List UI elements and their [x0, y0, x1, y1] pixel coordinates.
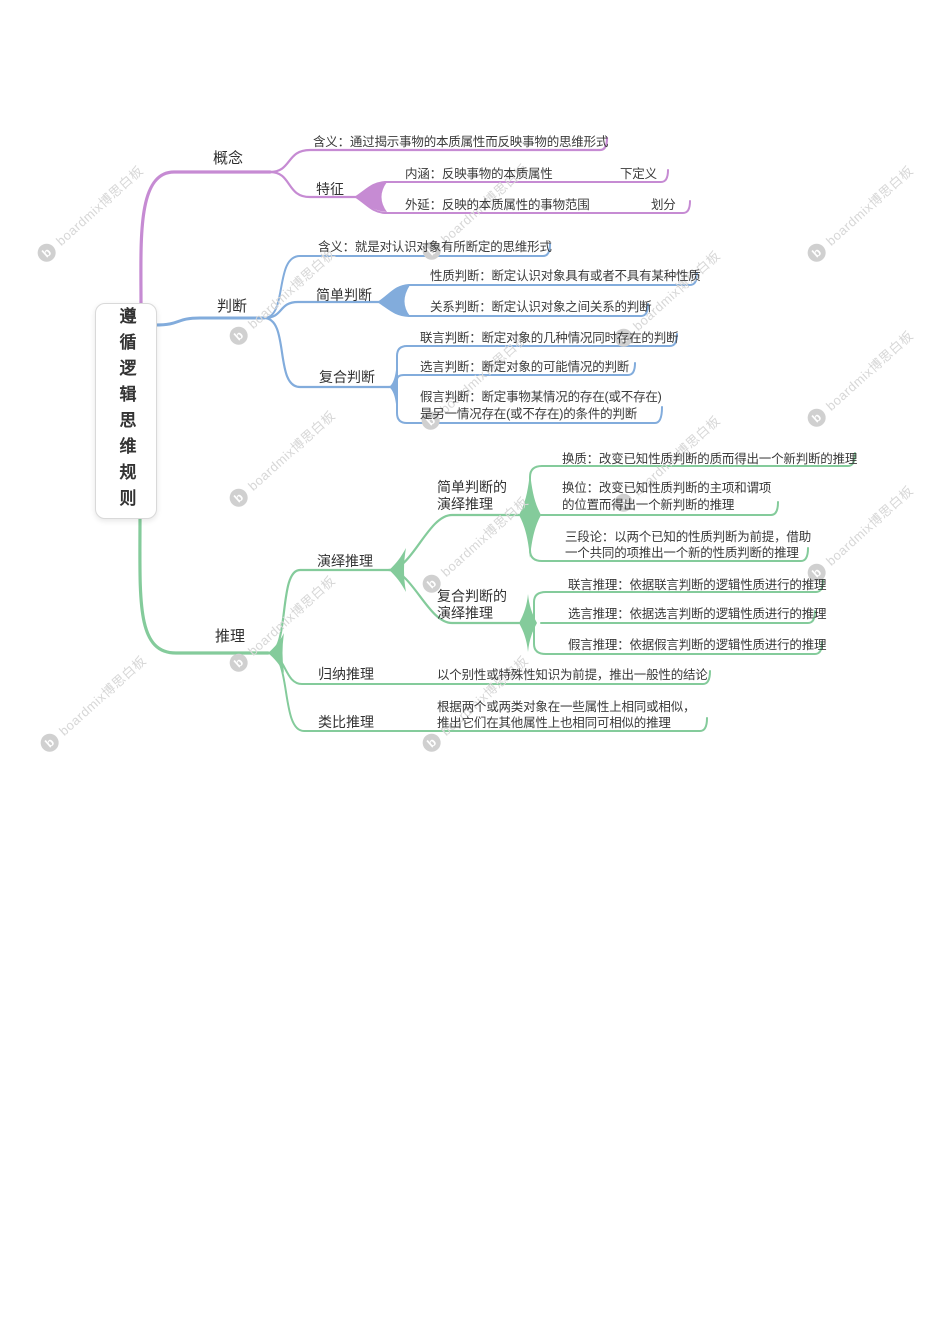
node-disjunctive-reasoning[interactable]: 选言推理：依据选言判断的逻辑性质进行的推理: [568, 607, 827, 621]
node-simple-judgment[interactable]: 简单判断: [316, 287, 372, 303]
deductive-split-spindle: [389, 548, 406, 592]
node-extension[interactable]: 外延：反映的本质属性的事物范围: [405, 198, 590, 212]
compound-judgment-split-spindle: [389, 370, 397, 404]
simple-judgment-split-spindle: [379, 285, 410, 316]
reasoning-branch-lines: [138, 452, 856, 732]
node-intension[interactable]: 内涵：反映事物的本质属性: [405, 167, 553, 181]
node-inductive-desc[interactable]: 以个别性或特殊性知识为前提，推出一般性的结论: [437, 668, 708, 682]
concept-branch-lines: [139, 136, 691, 305]
node-position-conversion[interactable]: 换位：改变已知性质判断的主项和谓项 的位置而得出一个新判断的推理: [562, 481, 772, 512]
node-judgment[interactable]: 判断: [217, 298, 248, 315]
node-conjunctive-judgment[interactable]: 联言判断：断定对象的几种情况同时存在的判断: [420, 331, 679, 345]
node-judgment-meaning[interactable]: 含义：就是对认识对象有所断定的思维形式: [318, 240, 552, 254]
node-disjunctive-judgment[interactable]: 选言判断：断定对象的可能情况的判断: [420, 360, 630, 374]
node-hypothetical-reasoning[interactable]: 假言推理：依据假言判断的逻辑性质进行的推理: [568, 638, 827, 652]
node-syllogism[interactable]: 三段论：以两个已知的性质判断为前提，借助 一个共同的项推出一个新的性质判断的推理: [565, 530, 812, 560]
root-node[interactable]: 遵循逻辑思维规则: [95, 303, 157, 519]
node-concept-meaning[interactable]: 含义：通过揭示事物的本质属性而反映事物的思维形式: [313, 135, 609, 149]
node-inductive-reasoning[interactable]: 归纳推理: [318, 666, 374, 682]
node-extension-tag[interactable]: 划分: [651, 198, 676, 212]
simple-deductive-spindle: [519, 472, 541, 558]
node-quality-conversion[interactable]: 换质：改变已知性质判断的质而得出一个新判断的推理: [562, 452, 858, 466]
node-conjunctive-reasoning[interactable]: 联言推理：依据联言判断的逻辑性质进行的推理: [568, 578, 827, 592]
compound-deductive-spindle: [519, 594, 537, 652]
judgment-branch-lines: [153, 243, 698, 424]
reasoning-split-spindle: [268, 633, 284, 673]
node-compound-judgment[interactable]: 复合判断: [319, 369, 375, 385]
node-concept[interactable]: 概念: [213, 150, 244, 167]
node-property-judgment[interactable]: 性质判断：断定认识对象具有或者不具有某种性质: [430, 269, 701, 283]
node-intension-tag[interactable]: 下定义: [620, 167, 657, 181]
node-compound-deductive[interactable]: 复合判断的 演绎推理: [437, 588, 507, 621]
node-deductive-reasoning[interactable]: 演绎推理: [317, 553, 373, 569]
node-analogical-reasoning[interactable]: 类比推理: [318, 714, 374, 730]
root-node-label: 遵循逻辑思维规则: [116, 307, 136, 515]
node-simple-deductive[interactable]: 简单判断的 演绎推理: [437, 479, 507, 512]
node-relation-judgment[interactable]: 关系判断：断定认识对象之间关系的判断: [430, 300, 652, 314]
node-hypothetical-judgment[interactable]: 假言判断：断定事物某情况的存在(或不存在) 是另一情况存在(或不存在)的条件的判…: [420, 390, 662, 421]
node-analogical-desc[interactable]: 根据两个或两类对象在一些属性上相同或相似， 推出它们在其他属性上也相同可相似的推…: [437, 700, 696, 730]
node-feature[interactable]: 特征: [316, 181, 344, 197]
node-reasoning[interactable]: 推理: [215, 628, 246, 645]
concept-split-spindle: [356, 182, 387, 212]
